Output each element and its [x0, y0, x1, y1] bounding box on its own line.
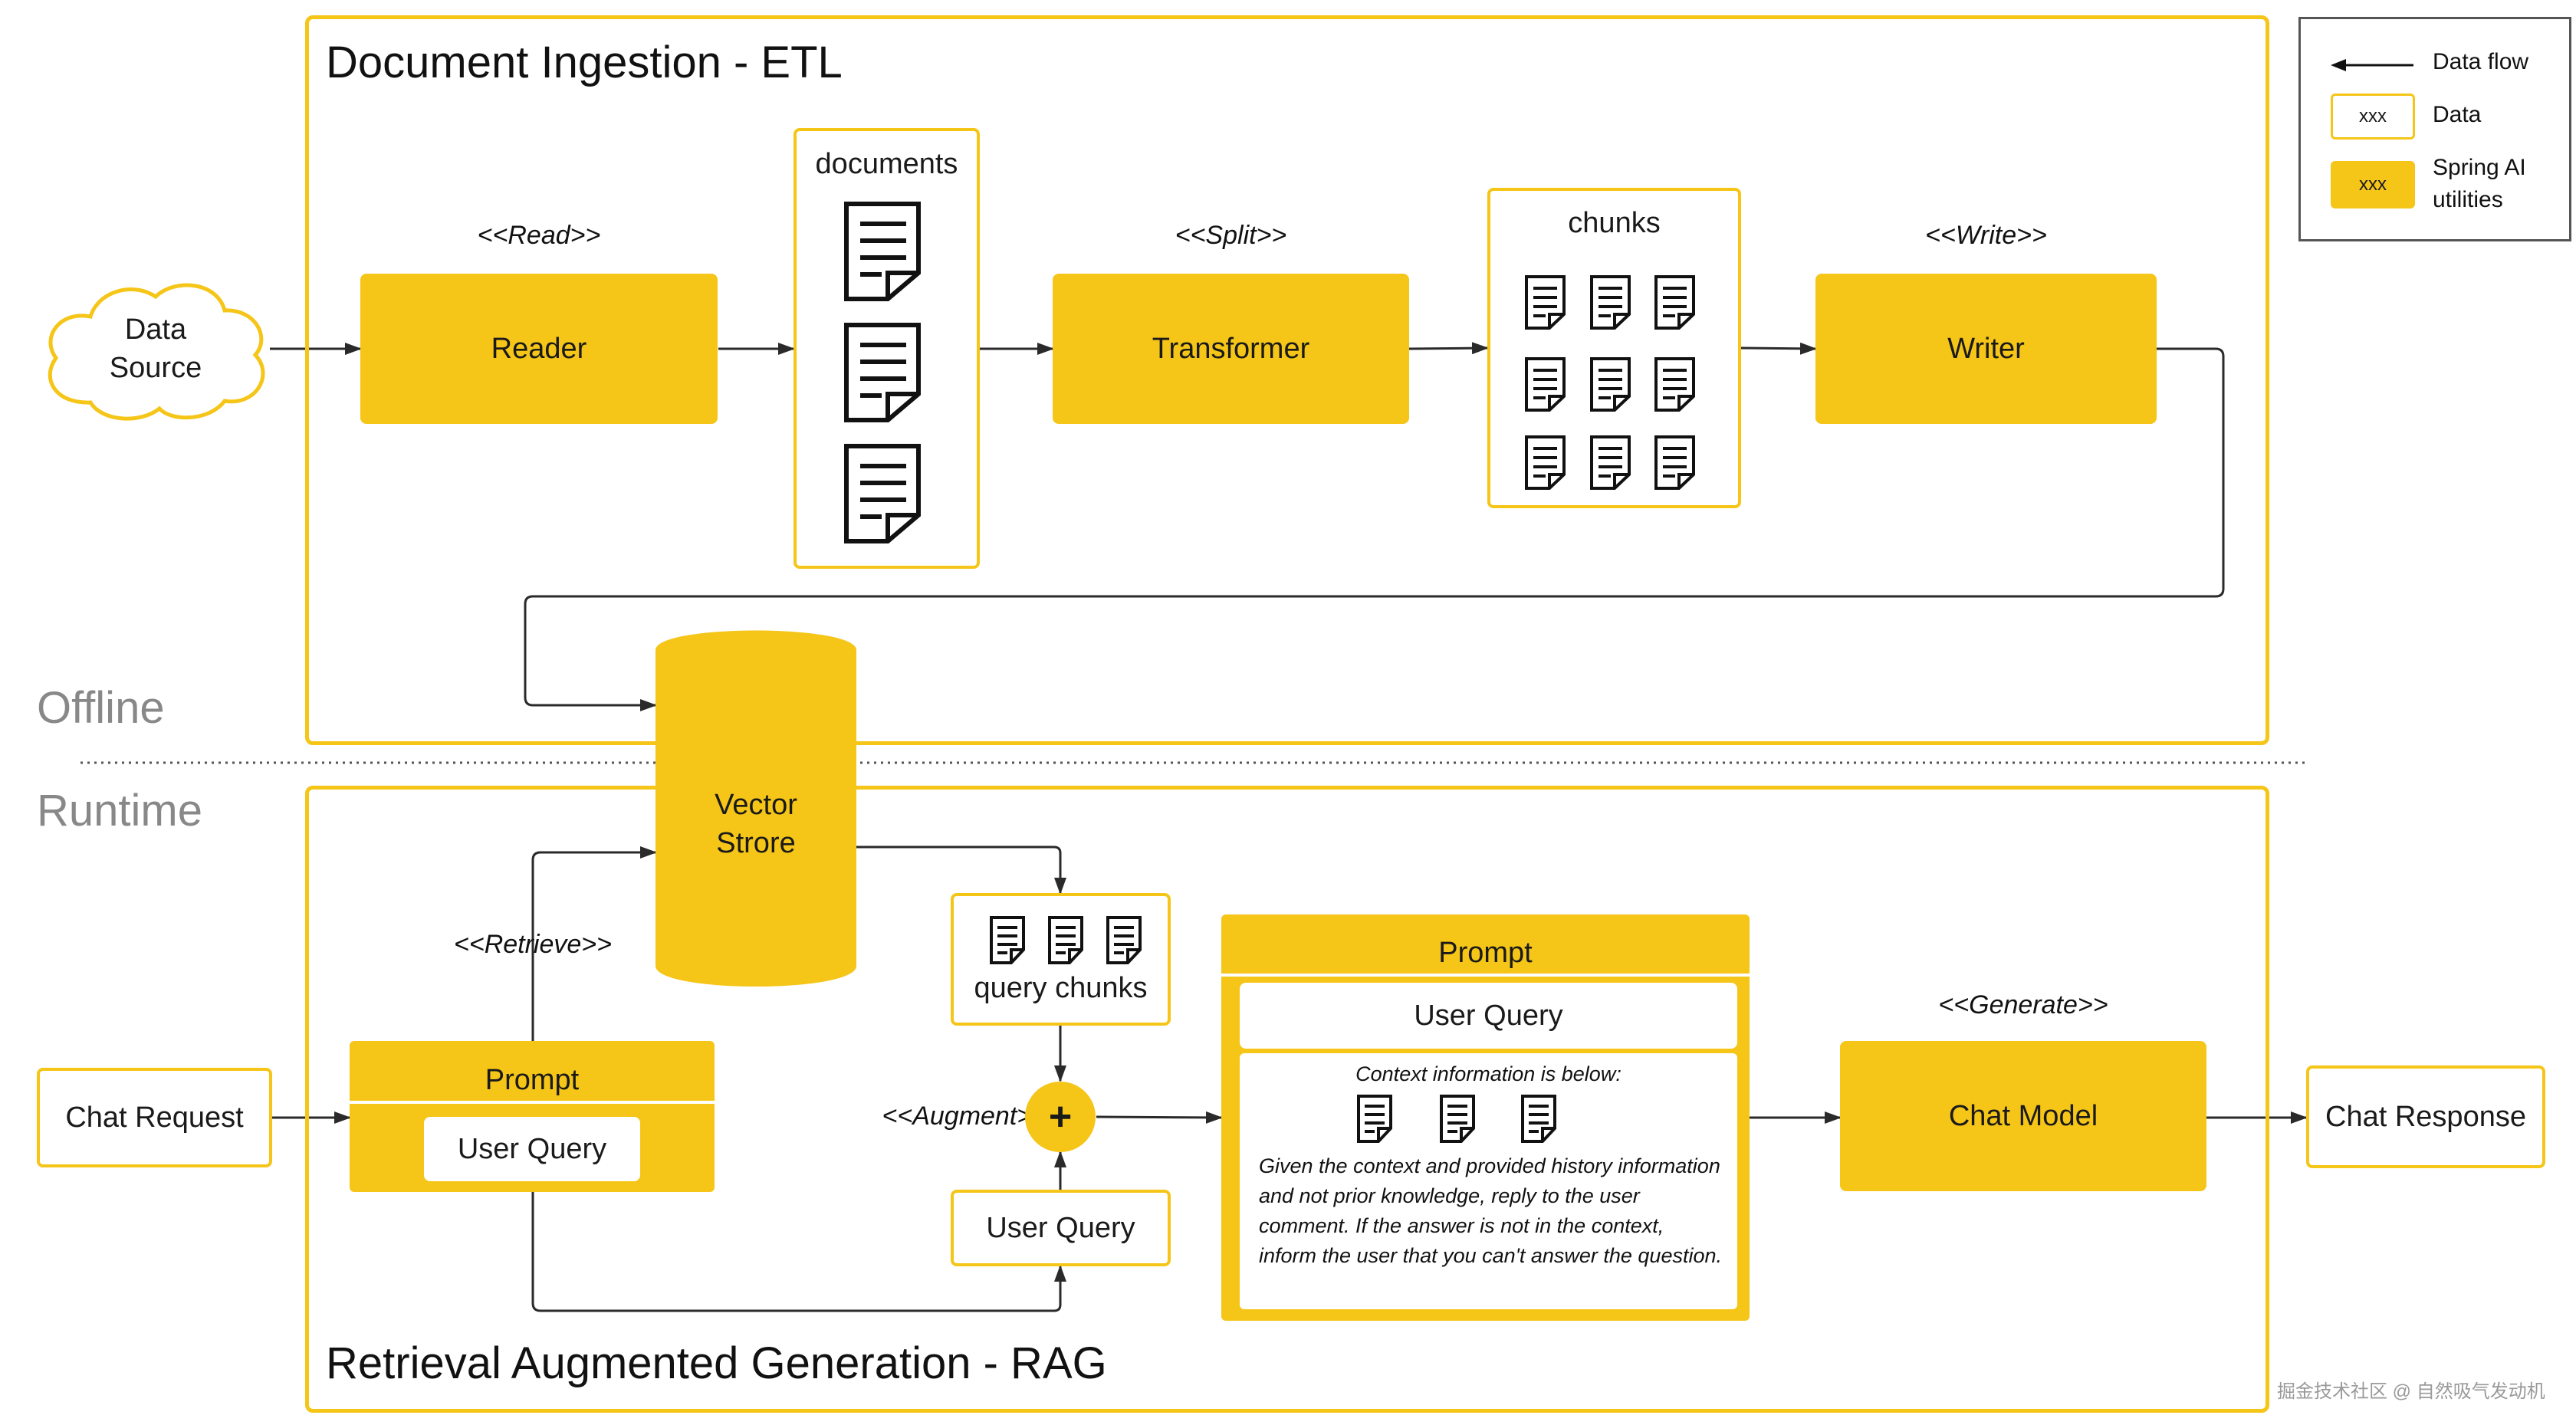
arrow-icon	[2331, 59, 2413, 71]
document-icon	[1590, 435, 1631, 490]
legend-util-sample: xxx	[2331, 161, 2415, 208]
augment-stereotype: <<Augment>>	[882, 1102, 1047, 1131]
etl-frame	[305, 15, 2269, 745]
arrow-writer-vectorstore	[524, 347, 2225, 711]
prompt-big-divider	[1221, 974, 1750, 977]
chunks-grid	[1522, 272, 1714, 494]
arrow-transformer-chunks	[1408, 342, 1489, 355]
vector-store: Vector Strore	[656, 629, 856, 989]
document-icon	[1357, 1095, 1392, 1143]
document-icon	[1106, 916, 1142, 964]
chat-response-box: Chat Response	[2306, 1065, 2545, 1168]
prompt-big-title: Prompt	[1438, 937, 1533, 969]
document-icon	[1525, 275, 1566, 330]
rag-frame	[305, 786, 2269, 1413]
user-query-box: User Query	[951, 1190, 1171, 1266]
vector-store-line2: Strore	[716, 827, 796, 859]
document-icon	[1525, 357, 1566, 412]
context-body: Given the context and provided history i…	[1259, 1154, 1722, 1268]
legend-data-sample: xxx	[2331, 94, 2415, 140]
chunks-label: chunks	[1568, 207, 1661, 239]
cylinder-icon	[656, 630, 856, 987]
document-icon	[1590, 357, 1631, 412]
query-chunks-label: query chunks	[974, 972, 1148, 1004]
chat-model-box: Chat Model	[1840, 1041, 2206, 1191]
data-source-line2: Source	[109, 352, 202, 384]
offline-label: Offline	[37, 683, 165, 733]
reader-box: Reader	[360, 274, 718, 424]
legend-utilities-line1: Spring AI	[2433, 155, 2526, 180]
arrow-prompt-userquery	[531, 1192, 1066, 1312]
read-stereotype: <<Read>>	[477, 221, 601, 250]
data-source-cloud: Data Source	[37, 272, 274, 425]
document-icon	[1521, 1095, 1556, 1143]
document-icon	[990, 916, 1025, 964]
prompt-small-title: Prompt	[485, 1064, 580, 1096]
prompt-big-user-query: User Query	[1240, 983, 1737, 1049]
watermark: 掘金技术社区 @ 自然吸气发动机	[2277, 1381, 2545, 1402]
documents-label: documents	[815, 148, 958, 180]
data-source-line1: Data	[124, 314, 187, 346]
document-icon	[1525, 435, 1566, 490]
writer-box: Writer	[1815, 274, 2157, 424]
prompt-context-panel	[1240, 1053, 1737, 1309]
prompt-small-user-query: User Query	[424, 1117, 640, 1181]
cloud-icon	[48, 283, 265, 421]
document-icon	[1440, 1095, 1475, 1143]
query-chunks-icons	[989, 914, 1142, 967]
legend-utilities-line2: utilities	[2433, 187, 2503, 212]
runtime-label: Runtime	[37, 786, 202, 836]
document-icon	[1654, 357, 1695, 412]
prompt-small-divider	[350, 1101, 715, 1104]
chat-request-box: Chat Request	[37, 1068, 272, 1167]
document-icon	[843, 322, 922, 423]
vector-store-line1: Vector	[715, 789, 797, 821]
split-stereotype: <<Split>>	[1175, 221, 1287, 250]
arrow-retrieve	[531, 846, 657, 1041]
transformer-box: Transformer	[1053, 274, 1409, 424]
etl-title: Document Ingestion - ETL	[326, 38, 843, 87]
document-icon	[1654, 435, 1695, 490]
write-stereotype: <<Write>>	[1925, 221, 2047, 250]
context-heading: Context information is below:	[1355, 1062, 1622, 1085]
arrow-chunks-writer	[1740, 342, 1817, 355]
context-doc-icons	[1353, 1092, 1560, 1146]
legend-data: Data	[2433, 102, 2482, 127]
document-icon	[843, 443, 922, 544]
document-icon	[1048, 916, 1083, 964]
retrieve-stereotype: <<Retrieve>>	[453, 930, 613, 959]
rag-title: Retrieval Augmented Generation - RAG	[326, 1338, 1107, 1388]
generate-stereotype: <<Generate>>	[1938, 990, 2108, 1019]
augment-plus-circle: +	[1025, 1082, 1096, 1152]
document-icon	[1654, 275, 1695, 330]
arrow-vectorstore-querychunks	[856, 845, 1066, 895]
document-icon	[843, 201, 922, 302]
arrow-plus-prompt	[1096, 1111, 1223, 1124]
document-icon	[1590, 275, 1631, 330]
legend-data-flow: Data flow	[2433, 49, 2529, 74]
